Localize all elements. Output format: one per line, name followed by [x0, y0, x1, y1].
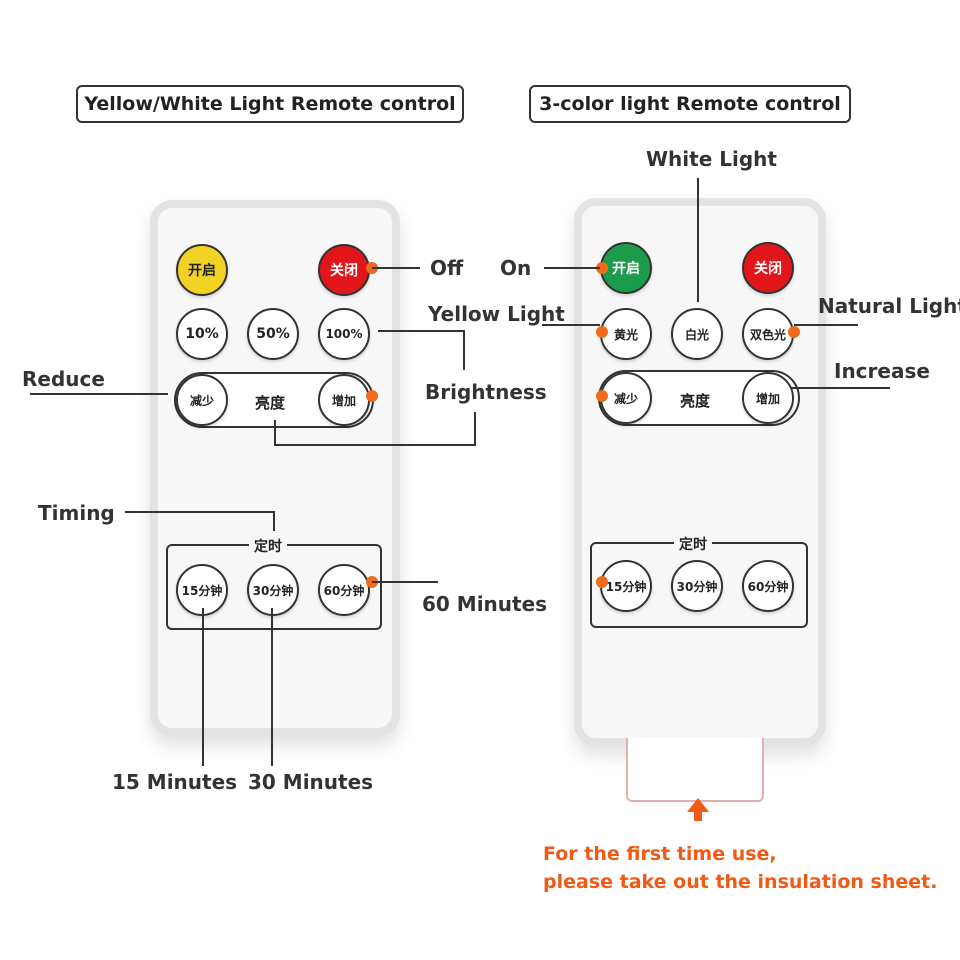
timing-line [125, 511, 275, 513]
arrow-up-icon [687, 798, 709, 812]
reduce-line [30, 393, 168, 395]
brightness-bottom-left [274, 420, 276, 446]
fifteen-minutes-callout: 15 Minutes [112, 770, 238, 794]
left-brightness-10-button[interactable]: 10% [176, 308, 228, 360]
increase-line [790, 387, 890, 389]
left-brightness-100-button[interactable]: 100% [318, 308, 370, 360]
right-timer15-dot [596, 576, 608, 588]
left-brightness-10-label: 10% [185, 326, 219, 342]
white-light-callout: White Light [646, 147, 777, 171]
sixty-minutes-callout: 60 Minutes [422, 592, 548, 616]
thirty-line [271, 608, 273, 766]
right-yellow-dot [596, 326, 608, 338]
left-brightness-50-button[interactable]: 50% [247, 308, 299, 360]
left-increase-label: 增加 [331, 393, 356, 408]
insulation-note-line1: For the first time use, [543, 843, 777, 865]
left-increase-button[interactable]: 增加 [318, 374, 370, 426]
right-timer-60-button[interactable]: 60分钟 [742, 560, 794, 612]
left-on-label: 开启 [188, 263, 216, 279]
yellow-light-callout: Yellow Light [428, 302, 565, 326]
left-remote-title: Yellow/White Light Remote control [76, 85, 464, 123]
left-brightness-100-label: 100% [325, 327, 363, 341]
left-timer-label: 定时 [249, 536, 287, 556]
left-timer-60-button[interactable]: 60分钟 [318, 564, 370, 616]
right-natural-light-label: 双色光 [749, 327, 786, 342]
on-callout: On [500, 256, 532, 280]
right-reduce-dot [596, 390, 608, 402]
natural-light-callout: Natural Light [818, 294, 960, 318]
timing-vertical-line [273, 511, 275, 531]
left-timer-30-button[interactable]: 30分钟 [247, 564, 299, 616]
right-white-light-button[interactable]: 白光 [671, 308, 723, 360]
right-white-light-label: 白光 [684, 327, 709, 342]
right-off-label: 关闭 [754, 261, 782, 277]
left-off-button[interactable]: 关闭 [318, 244, 370, 296]
off-line [372, 267, 420, 269]
right-increase-label: 增加 [755, 391, 780, 406]
natural-light-line [794, 324, 858, 326]
brightness-100-line [378, 330, 464, 332]
right-yellow-light-button[interactable]: 黄光 [600, 308, 652, 360]
right-increase-button[interactable]: 增加 [742, 372, 794, 424]
right-timer-15-button[interactable]: 15分钟 [600, 560, 652, 612]
off-callout: Off [430, 256, 464, 280]
sixty-line [372, 581, 438, 583]
left-timer-15-button[interactable]: 15分钟 [176, 564, 228, 616]
right-timer-30-button[interactable]: 30分钟 [671, 560, 723, 612]
left-timer-60-label: 60分钟 [323, 583, 365, 598]
brightness-bottom-line [274, 444, 476, 446]
right-timer-60-label: 60分钟 [747, 579, 789, 594]
brightness-bottom-right [474, 412, 476, 446]
left-off-label: 关闭 [330, 263, 358, 279]
right-on-label: 开启 [612, 261, 640, 277]
right-natural-light-button[interactable]: 双色光 [742, 308, 794, 360]
on-line [544, 267, 600, 269]
right-reduce-button[interactable]: 减少 [600, 372, 652, 424]
fifteen-line [202, 608, 204, 766]
left-on-button[interactable]: 开启 [176, 244, 228, 296]
left-timer-30-label: 30分钟 [252, 583, 294, 598]
left-timer-15-label: 15分钟 [181, 583, 223, 598]
left-brightness-50-label: 50% [256, 326, 290, 342]
reduce-callout: Reduce [22, 367, 105, 391]
thirty-minutes-callout: 30 Minutes [248, 770, 374, 794]
brightness-callout: Brightness [425, 380, 547, 404]
right-timer-30-label: 30分钟 [676, 579, 718, 594]
right-yellow-light-label: 黄光 [613, 327, 638, 342]
left-brightness-text: 亮度 [255, 394, 286, 412]
right-on-dot [596, 262, 608, 274]
left-reduce-button[interactable]: 减少 [176, 374, 228, 426]
increase-callout: Increase [834, 359, 930, 383]
right-on-button[interactable]: 开启 [600, 242, 652, 294]
brightness-vertical-line [463, 330, 465, 370]
right-timer-15-label: 15分钟 [605, 579, 647, 594]
insulation-note-line2: please take out the insulation sheet. [543, 871, 938, 893]
left-reduce-label: 减少 [189, 393, 214, 408]
left-increase-dot [366, 390, 378, 402]
right-brightness-text: 亮度 [680, 392, 711, 410]
yellow-light-line [542, 324, 600, 326]
insulation-sheet[interactable] [626, 738, 764, 802]
left-remote: 开启 关闭 10% 50% 100% 减少 亮度 增加 定时 15分钟 30分钟… [150, 200, 400, 736]
right-off-button[interactable]: 关闭 [742, 242, 794, 294]
timing-callout: Timing [38, 501, 115, 525]
right-remote-title: 3-color light Remote control [529, 85, 851, 123]
right-remote: 开启 关闭 黄光 白光 双色光 减少 亮度 增加 定时 15分钟 30分钟 60… [574, 198, 826, 746]
right-timer-label: 定时 [674, 534, 712, 554]
right-reduce-label: 减少 [613, 391, 638, 406]
white-light-line [697, 178, 699, 302]
right-natural-dot [788, 326, 800, 338]
arrow-stem [694, 811, 702, 821]
